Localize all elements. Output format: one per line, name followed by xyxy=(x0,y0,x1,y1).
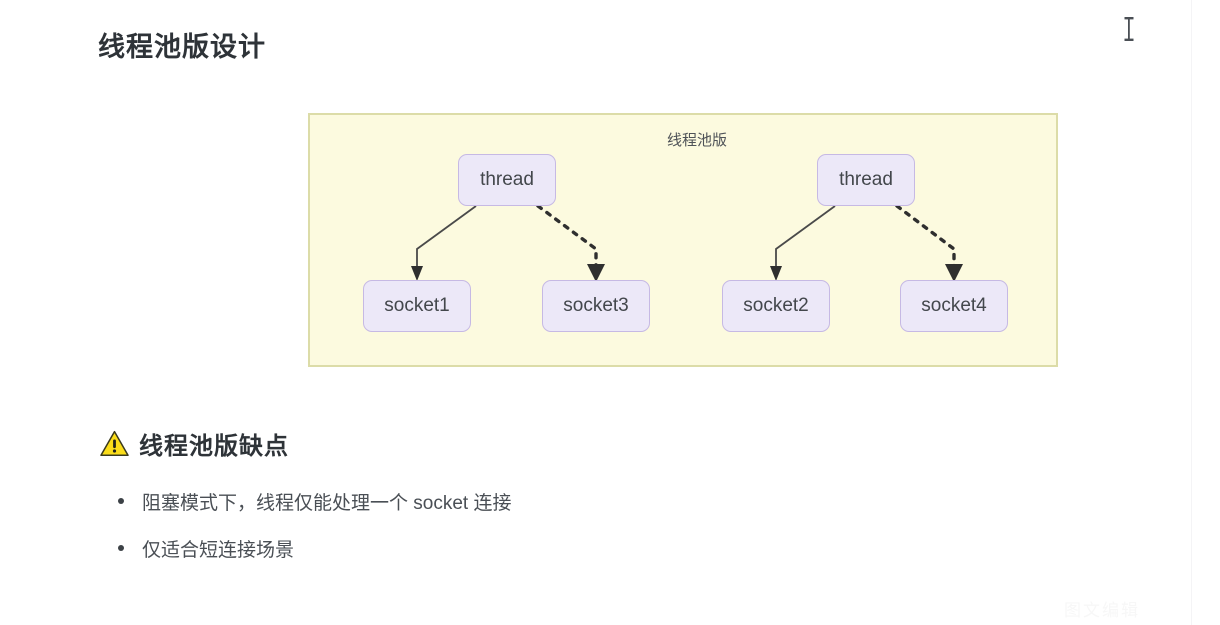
warning-triangle-icon xyxy=(100,430,129,456)
diagram-node-thread-2[interactable]: thread xyxy=(817,154,915,206)
diagram-node-socket-1[interactable]: socket1 xyxy=(363,280,471,332)
edge-thread2-socket4 xyxy=(895,204,963,282)
diagram-node-socket-2[interactable]: socket2 xyxy=(722,280,830,332)
node-label: socket4 xyxy=(921,295,987,316)
page-title: 线程池版设计 xyxy=(98,32,266,62)
node-label: socket1 xyxy=(384,295,450,316)
watermark: 图文编辑 xyxy=(1064,601,1140,620)
edge-thread1-socket3 xyxy=(536,204,605,282)
drawbacks-title: 线程池版缺点 xyxy=(139,433,289,460)
bullet-dot-icon xyxy=(118,545,124,551)
diagram-label: 线程池版 xyxy=(666,132,727,149)
node-label: thread xyxy=(839,169,893,190)
diagram-node-thread-1[interactable]: thread xyxy=(458,154,556,206)
node-label: thread xyxy=(480,169,534,190)
diagram-node-socket-4[interactable]: socket4 xyxy=(900,280,1008,332)
node-label: socket3 xyxy=(563,295,629,316)
list-item: 仅适合短连接场景 xyxy=(100,535,511,562)
edge-thread1-socket1 xyxy=(411,205,477,281)
diagram-edges xyxy=(411,204,963,282)
list-item-text: 仅适合短连接场景 xyxy=(142,540,295,561)
bullet-dot-icon xyxy=(118,498,124,504)
thread-pool-diagram: 线程池版 thread xyxy=(308,113,1058,367)
diagram-node-socket-3[interactable]: socket3 xyxy=(542,280,650,332)
edge-thread2-socket2 xyxy=(770,205,836,281)
list-item: 阻塞模式下，线程仅能处理一个 socket 连接 xyxy=(100,488,511,515)
node-label: socket2 xyxy=(743,295,809,316)
list-item-text: 阻塞模式下，线程仅能处理一个 socket 连接 xyxy=(142,493,512,514)
drawbacks-heading: 线程池版缺点 xyxy=(100,426,289,461)
drawbacks-list: 阻塞模式下，线程仅能处理一个 socket 连接 仅适合短连接场景 xyxy=(100,488,511,582)
page-right-edge-divider xyxy=(1191,0,1192,625)
text-ibeam-cursor xyxy=(1124,17,1134,41)
